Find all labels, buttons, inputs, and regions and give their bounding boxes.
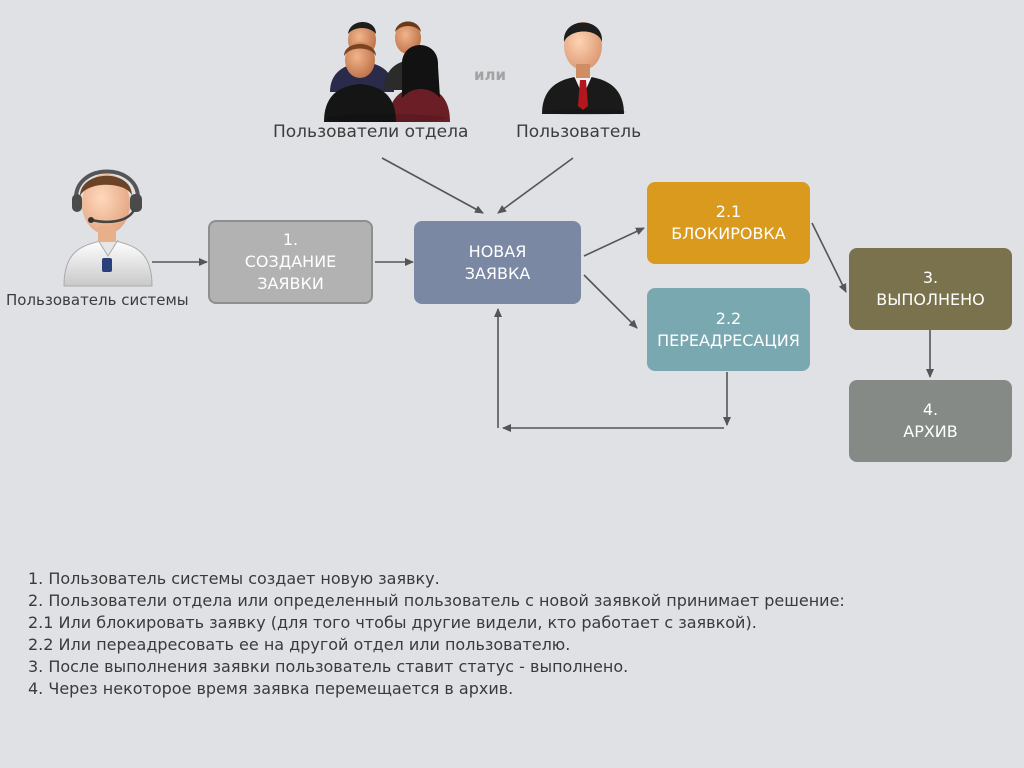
description-notes: 1. Пользователь системы создает новую за… (28, 568, 845, 700)
arrow-block-to-done (811, 222, 847, 293)
note-line: 4. Через некоторое время заявка перемеща… (28, 679, 514, 698)
archive-box: 4. АРХИВ (849, 380, 1012, 462)
arrow-new-to-block (583, 227, 645, 257)
done-box: 3. ВЫПОЛНЕНО (849, 248, 1012, 330)
done-step-label: ВЫПОЛНЕНО (876, 290, 985, 309)
archive-step-label: АРХИВ (903, 422, 958, 441)
redirect-box: 2.2 ПЕРЕАДРЕСАЦИЯ (647, 288, 810, 371)
create-step-number: 1. (282, 230, 299, 249)
new-request-line2: ЗАЯВКА (464, 263, 531, 283)
note-line: 2. Пользователи отдела или определенный … (28, 591, 845, 610)
create-step-line1: СОЗДАНИЕ (244, 252, 337, 271)
new-request-box: НОВАЯ ЗАЯВКА (414, 221, 581, 304)
department-users-icon (324, 21, 450, 122)
department-users-label: Пользователи отдела (273, 122, 469, 142)
block-step-label: БЛОКИРОВКА (671, 224, 786, 243)
create-request-box: 1. СОЗДАНИЕ ЗАЯВКИ (208, 220, 373, 304)
create-step-line2: ЗАЯВКИ (257, 274, 324, 293)
archive-step-number: 4. (922, 400, 939, 419)
redirect-step-label: ПЕРЕАДРЕСАЦИЯ (657, 330, 800, 350)
note-line: 1. Пользователь системы создает новую за… (28, 569, 440, 588)
redirect-step-number: 2.2 (715, 308, 742, 328)
or-label: или (474, 66, 507, 84)
system-user-label: Пользователь системы (6, 291, 189, 309)
note-line: 2.2 Или переадресовать ее на другой отде… (28, 635, 571, 654)
note-line: 2.1 Или блокировать заявку (для того что… (28, 613, 757, 632)
arrow-user-to-new (497, 157, 574, 214)
system-user-icon (63, 169, 153, 287)
block-box: 2.1 БЛОКИРОВКА (647, 182, 810, 264)
done-step-number: 3. (922, 268, 939, 287)
new-request-line1: НОВАЯ (468, 241, 527, 261)
arrow-dept-users-to-new (381, 157, 484, 214)
single-user-icon (542, 22, 626, 115)
block-step-number: 2.1 (715, 202, 742, 221)
arrow-new-to-redirect (583, 274, 638, 329)
note-line: 3. После выполнения заявки пользователь … (28, 657, 629, 676)
single-user-label: Пользователь (516, 122, 642, 142)
